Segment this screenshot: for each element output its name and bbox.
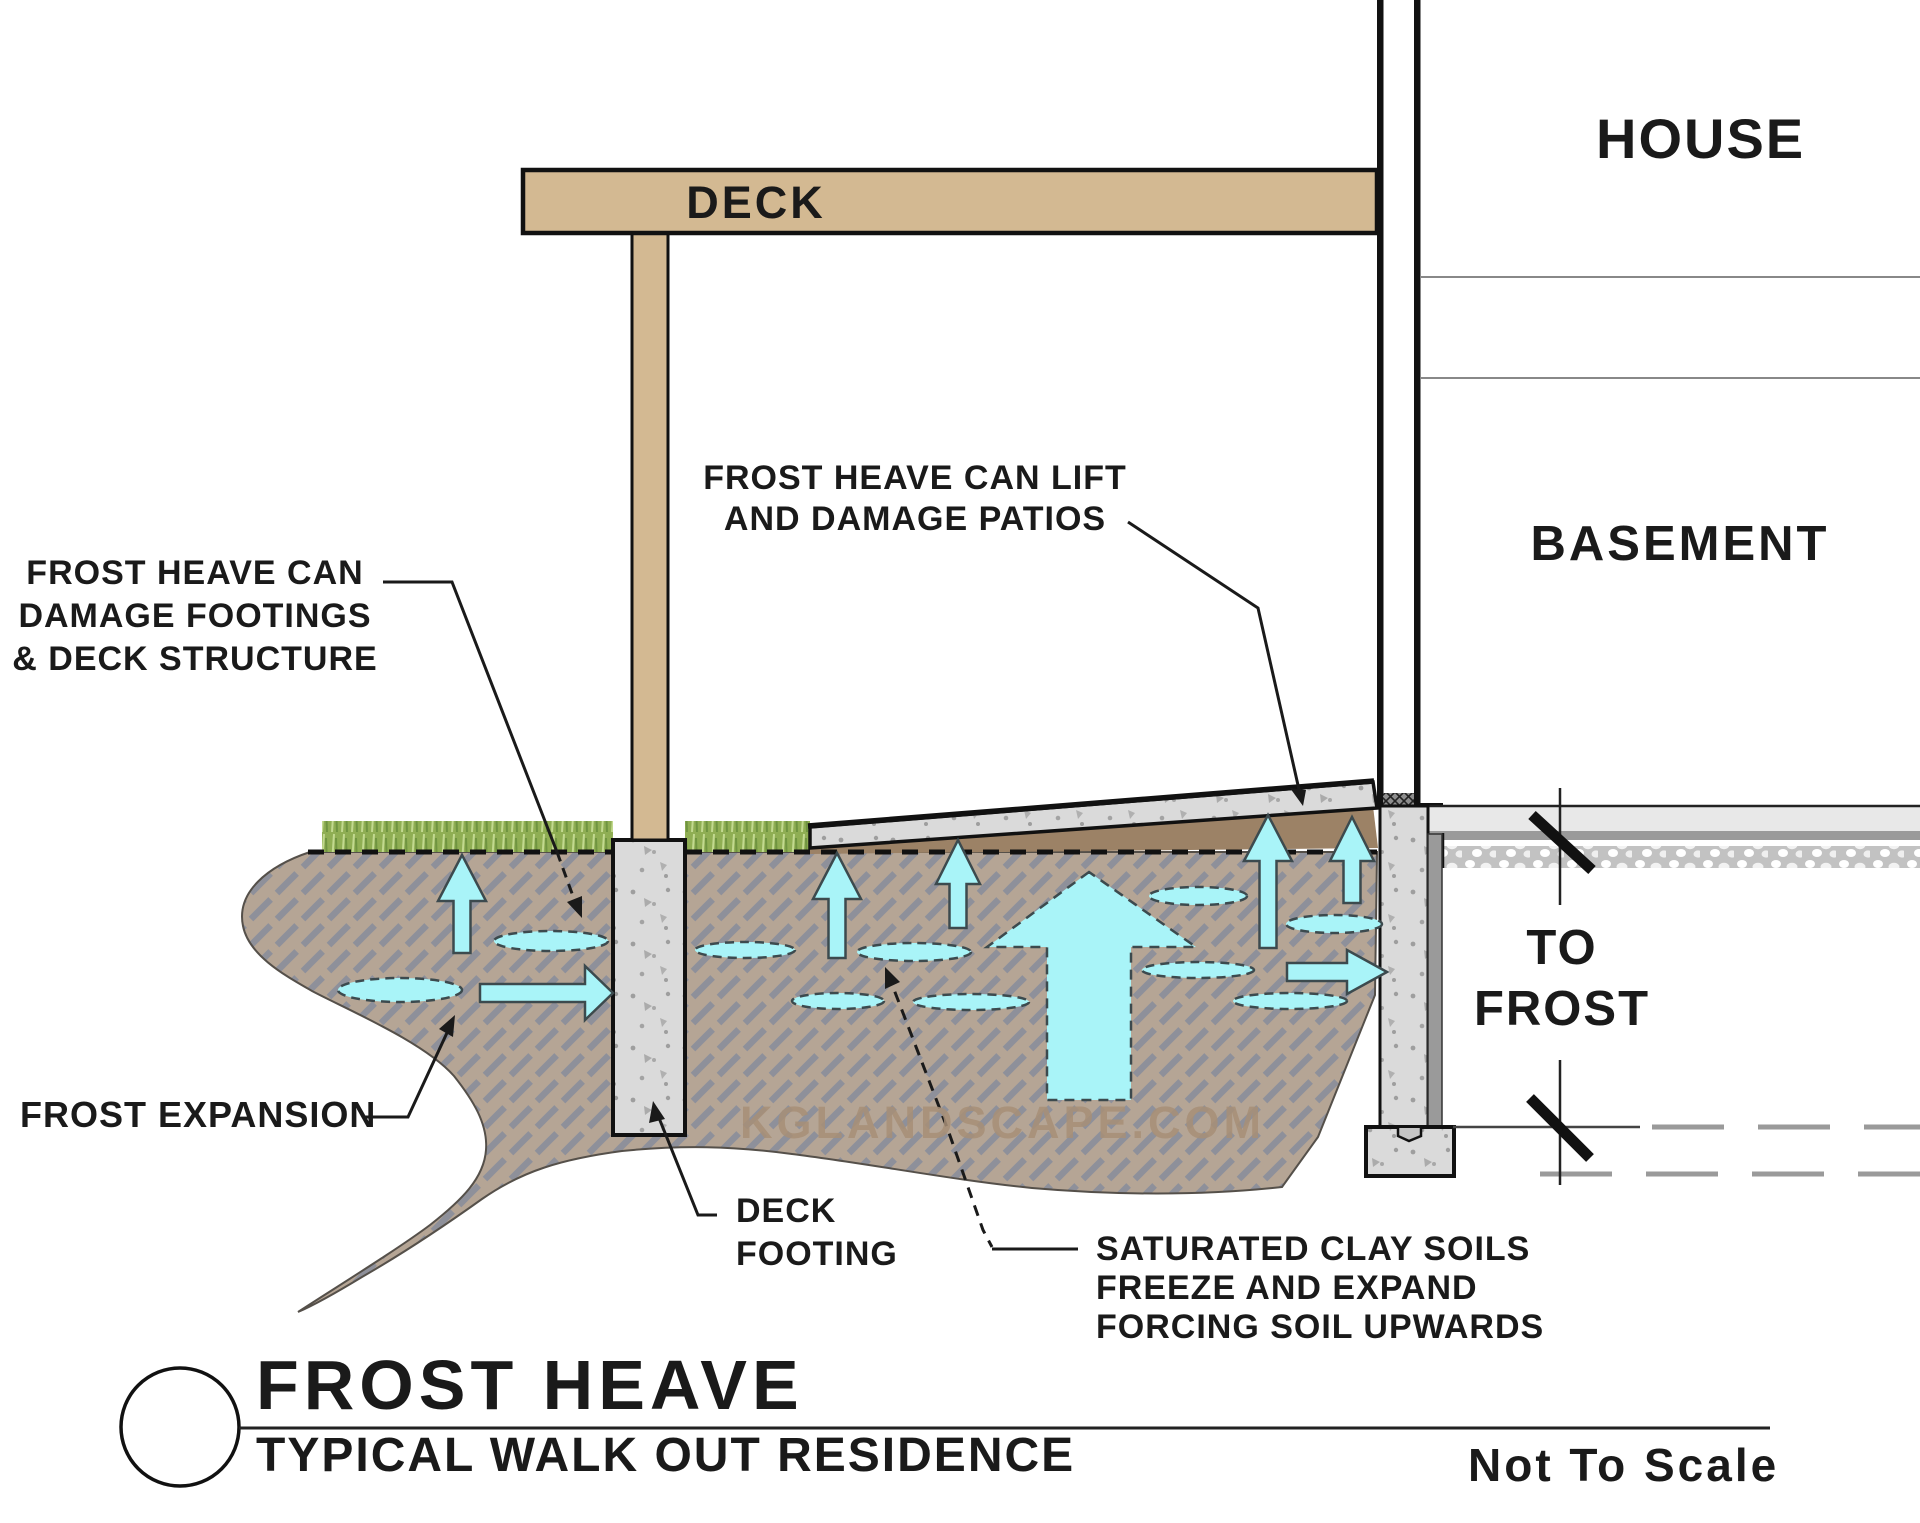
leader-lines bbox=[363, 520, 1306, 1251]
ice-lens bbox=[492, 929, 610, 953]
house-wall bbox=[1377, 0, 1443, 810]
patio-slab bbox=[807, 778, 1380, 850]
frost-depth-lines bbox=[1453, 1124, 1920, 1177]
deck-post bbox=[630, 231, 670, 842]
up-arrow bbox=[1327, 814, 1377, 905]
up-arrow bbox=[810, 850, 864, 960]
foundation-wall bbox=[1378, 804, 1443, 1129]
heave-arrows bbox=[435, 812, 1390, 1102]
house-floor-lines bbox=[1420, 276, 1920, 379]
note-line: TO bbox=[1526, 921, 1598, 975]
note-line: FROST bbox=[1473, 982, 1651, 1037]
deck-footing-label: DECK FOOTING bbox=[736, 1190, 898, 1276]
foundation-footing bbox=[1364, 1125, 1456, 1178]
break-marker-footing bbox=[1526, 1060, 1594, 1185]
ice-lens bbox=[1147, 885, 1249, 907]
note-line: FORCING SOIL UPWARDS bbox=[1096, 1307, 1545, 1346]
frost-expansion-label: FROST EXPANSION bbox=[20, 1094, 377, 1135]
note-line: AND DAMAGE PATIOS bbox=[723, 500, 1107, 539]
grass-right bbox=[685, 821, 810, 852]
ice-lens bbox=[1284, 913, 1384, 935]
title-bubble bbox=[119, 1366, 241, 1488]
up-arrow bbox=[1241, 812, 1295, 950]
ice-lens bbox=[855, 941, 973, 963]
to-frost-label: TO FROST bbox=[1462, 918, 1662, 1041]
note-line: FROST HEAVE CAN bbox=[26, 554, 364, 592]
basement-floor bbox=[1420, 804, 1920, 868]
up-arrow bbox=[933, 837, 983, 930]
note-line: SATURATED CLAY SOILS bbox=[1096, 1230, 1531, 1268]
ice-lens bbox=[336, 976, 464, 1004]
note-line: FOOTING bbox=[736, 1234, 898, 1273]
ice-lens bbox=[911, 992, 1031, 1012]
break-marker-floor bbox=[1528, 788, 1596, 905]
deck-beam bbox=[520, 167, 1380, 236]
deck-footing bbox=[611, 838, 687, 1137]
ice-lens bbox=[1231, 991, 1349, 1011]
big-heave-arrow bbox=[983, 870, 1200, 1102]
title-block bbox=[119, 1366, 1770, 1488]
note-line: FROST HEAVE CAN LIFT bbox=[703, 459, 1127, 497]
patio-damage-note: FROST HEAVE CAN LIFT AND DAMAGE PATIOS bbox=[700, 458, 1130, 541]
ice-lens bbox=[693, 940, 797, 960]
drawing-title: FROST HEAVE bbox=[256, 1346, 804, 1424]
basement-label: BASEMENT bbox=[1530, 517, 1830, 571]
note-line: & DECK STRUCTURE bbox=[12, 639, 378, 678]
deck-label: DECK bbox=[686, 177, 826, 228]
right-arrow bbox=[1285, 947, 1390, 997]
footing-damage-note: FROST HEAVE CAN DAMAGE FOOTINGS & DECK S… bbox=[10, 552, 380, 680]
sill-plate bbox=[1383, 793, 1414, 808]
note-line: FREEZE AND EXPAND bbox=[1096, 1268, 1478, 1307]
note-line: DAMAGE FOOTINGS bbox=[18, 596, 372, 635]
ice-lenses bbox=[336, 885, 1384, 1012]
gravel-bed bbox=[1443, 846, 1920, 868]
up-arrow bbox=[435, 852, 489, 955]
clay-soils-note: SATURATED CLAY SOILS FREEZE AND EXPAND F… bbox=[1096, 1230, 1544, 1346]
grass-left bbox=[322, 821, 613, 852]
note-line: DECK bbox=[736, 1192, 837, 1230]
right-arrow bbox=[478, 963, 615, 1023]
ice-lens bbox=[1140, 960, 1256, 980]
scale-note: Not To Scale bbox=[1468, 1439, 1780, 1491]
house-label: HOUSE bbox=[1596, 107, 1806, 170]
drawing-subtitle: TYPICAL WALK OUT RESIDENCE bbox=[256, 1429, 1076, 1482]
watermark: KGLANDSCAPE.COM bbox=[740, 1097, 1266, 1148]
ice-lens bbox=[790, 991, 886, 1011]
